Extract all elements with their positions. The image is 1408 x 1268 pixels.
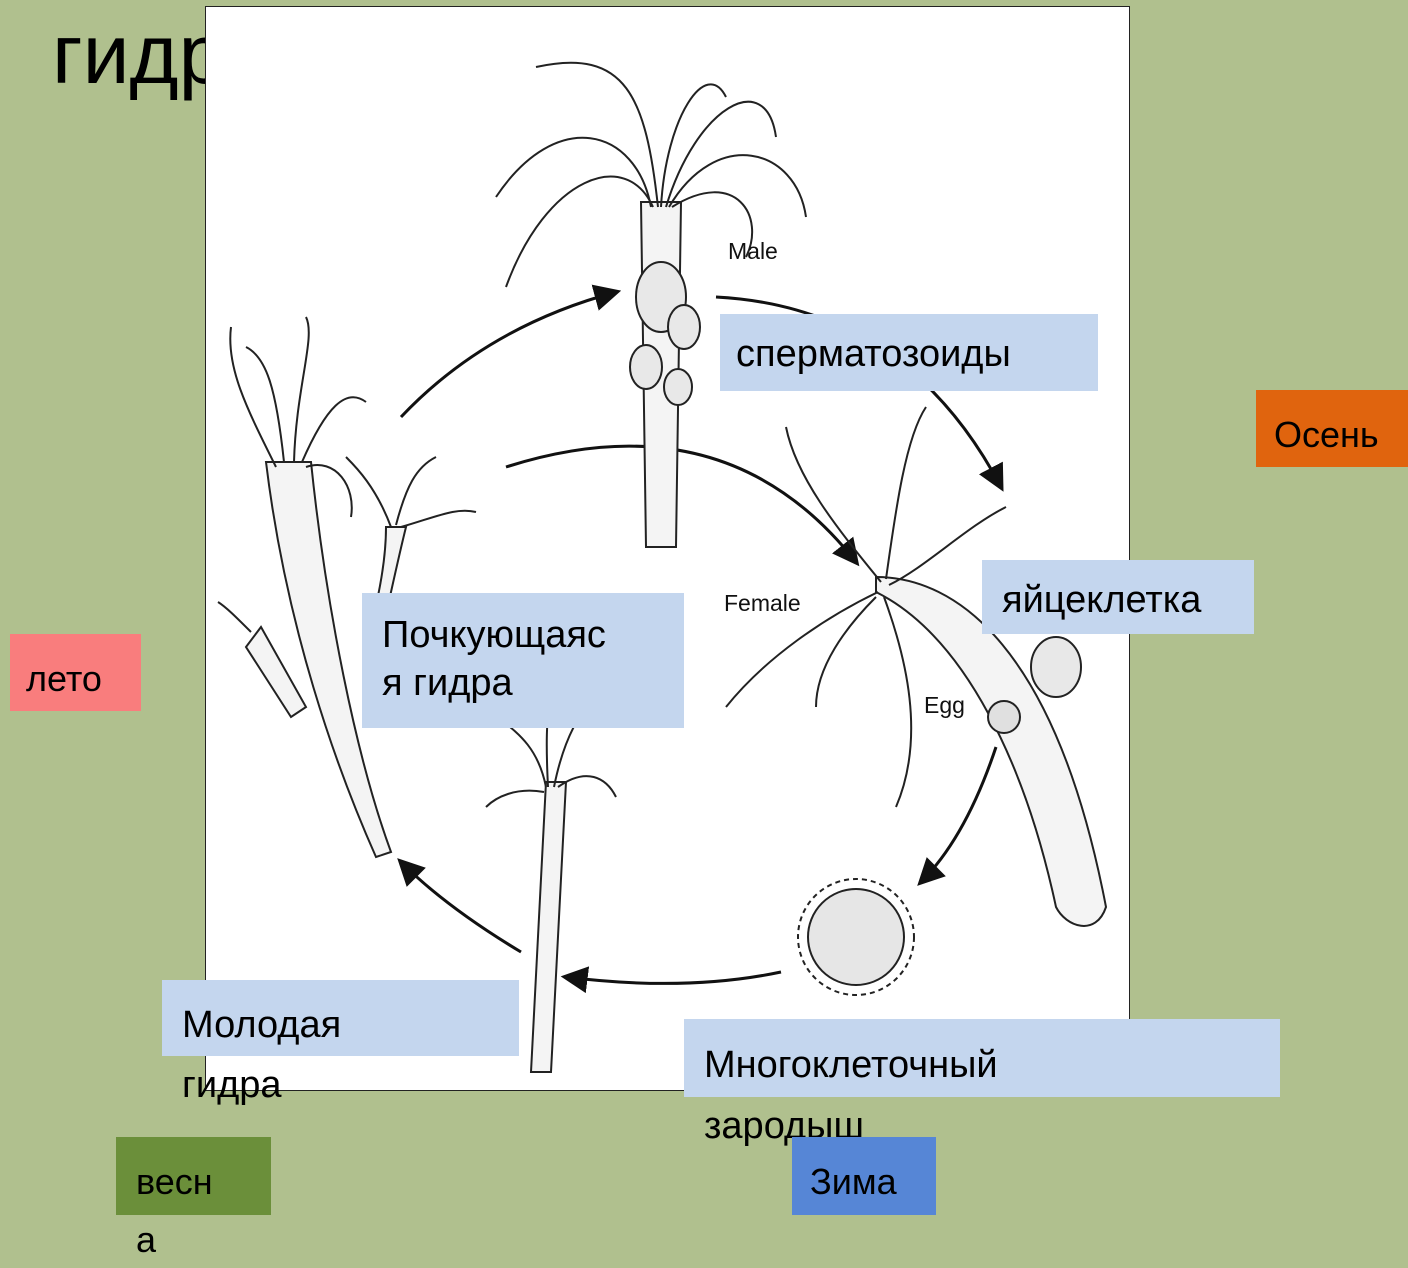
male-label: Male xyxy=(728,238,778,264)
male-hydra xyxy=(496,63,806,547)
egg-label: Egg xyxy=(924,692,965,718)
season-autumn-text: Осень xyxy=(1274,406,1394,464)
season-winter: Зима xyxy=(792,1137,936,1215)
female-hydra xyxy=(726,407,1106,926)
label-budding-hydra-text: Почкующаяся гидра xyxy=(382,611,622,708)
arrow-embryo-to-young xyxy=(566,972,781,983)
label-budding-hydra: Почкующаяся гидра xyxy=(362,593,684,728)
season-autumn: Осень xyxy=(1256,390,1408,467)
season-spring: весна xyxy=(116,1137,271,1215)
season-summer-text: лето xyxy=(26,652,106,706)
label-egg-cell: яйцеклетка xyxy=(982,560,1254,634)
label-egg-cell-text: яйцеклетка xyxy=(1002,579,1201,621)
arrow-budding-to-female xyxy=(506,446,856,562)
life-cycle-illustration: Male Female Egg xyxy=(206,7,1131,1092)
female-label: Female xyxy=(724,590,801,616)
label-sperm: сперматозоиды xyxy=(720,314,1098,391)
label-sperm-text: сперматозоиды xyxy=(736,333,1011,375)
season-summer: лето xyxy=(10,634,141,711)
arrow-young-to-budding xyxy=(401,862,521,952)
arrow-egg-to-embryo xyxy=(921,747,996,882)
label-embryo: Многоклеточный зародыш xyxy=(684,1019,1280,1097)
label-young-hydra-text: Молодая гидра xyxy=(182,996,402,1115)
label-young-hydra: Молодая гидра xyxy=(162,980,519,1056)
arrow-budding-to-male xyxy=(401,292,616,417)
hydra-life-cycle-diagram: Male Female Egg xyxy=(205,6,1130,1091)
season-winter-text: Зима xyxy=(810,1153,905,1211)
embryo xyxy=(798,879,914,995)
budding-hydra xyxy=(218,317,476,857)
egg xyxy=(988,701,1020,733)
